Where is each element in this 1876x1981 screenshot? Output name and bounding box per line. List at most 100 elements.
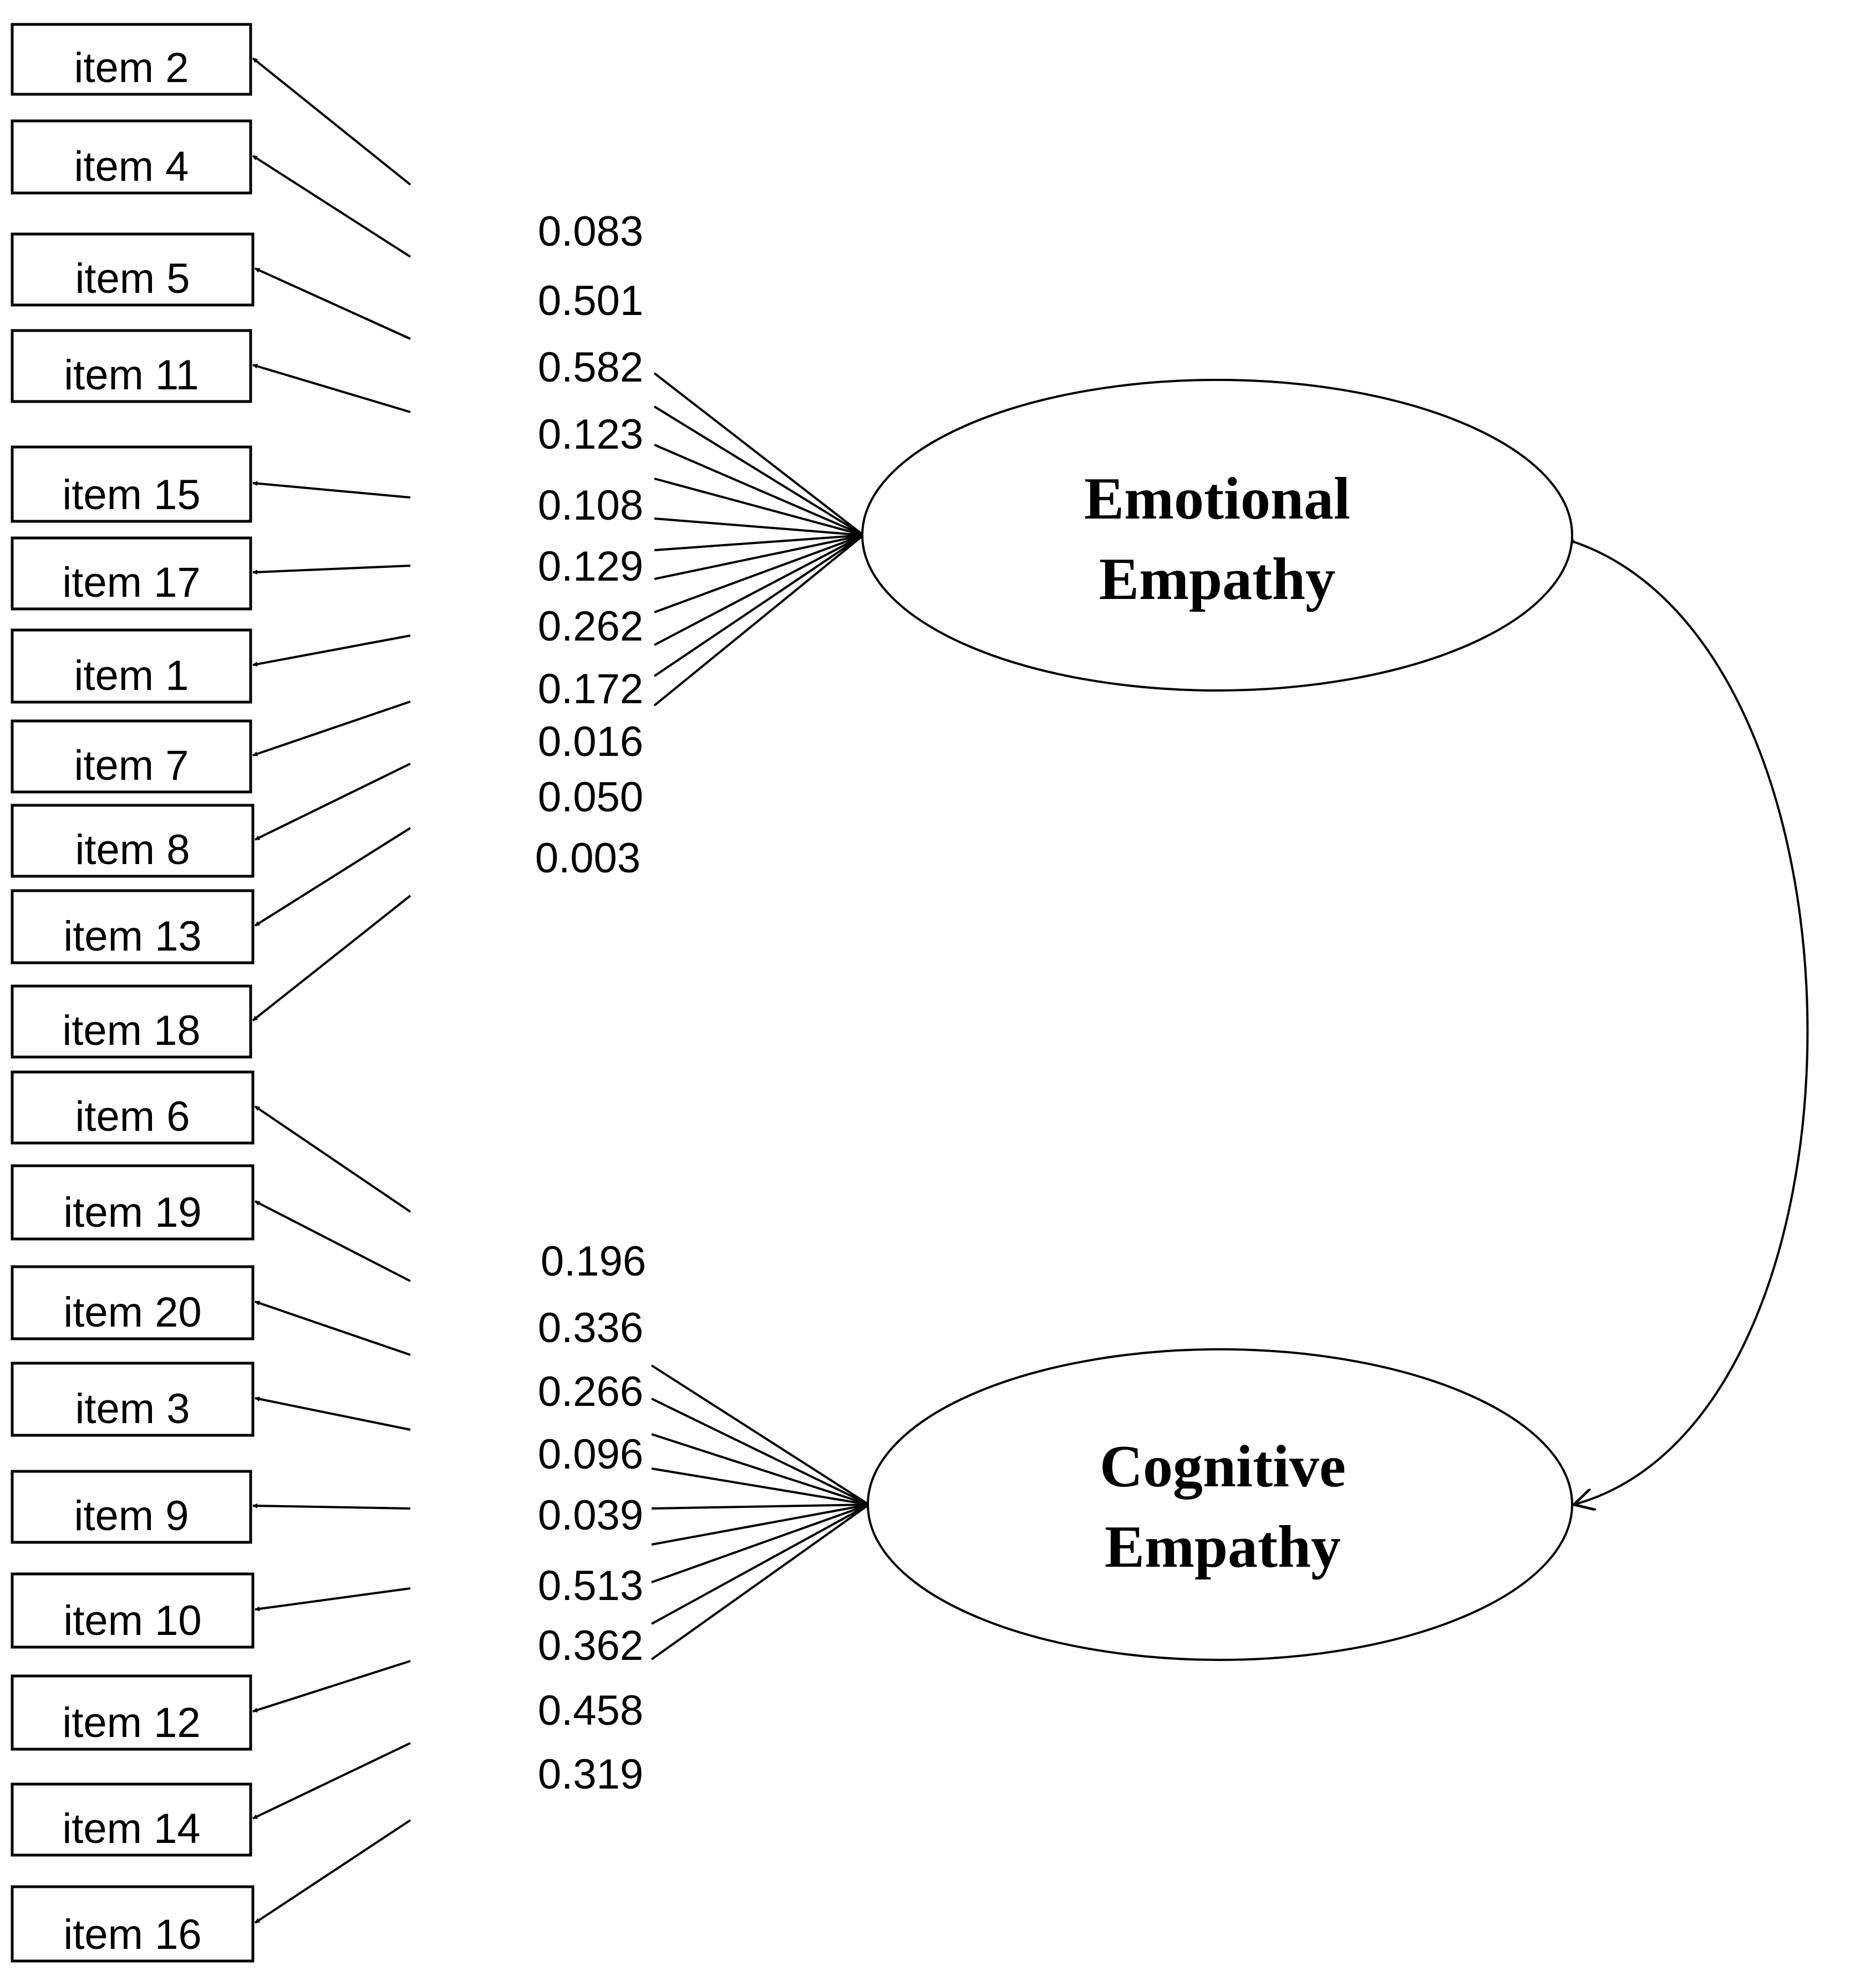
emotional-label-item-13: item 13 [63,913,201,960]
emotional-value-item-8: 0.016 [538,718,643,765]
emotional-label-item-2: item 2 [74,44,189,92]
cognitive-path-item-10 [651,1503,870,1546]
cognitive-box-item-12 [11,1674,252,1751]
emotional-value-item-15: 0.108 [538,482,643,529]
emotional-box-item-5 [11,232,255,307]
emotional-label-item-4: item 4 [74,143,189,190]
emotional-label-item-7: item 7 [74,742,189,789]
cognitive-box-item-9 [11,1470,252,1544]
cognitive-value-item-16: 0.319 [538,1751,643,1798]
cognitive-arrow-item-12 [252,1660,411,1713]
factor-emotional-ellipse [861,379,1573,692]
emotional-label-item-1: item 1 [74,652,189,699]
cognitive-value-item-3: 0.096 [538,1431,643,1478]
factor-cognitive-empathy: Cognitive Empathy [867,1348,1573,1661]
cognitive-box-item-19 [11,1164,255,1241]
emotional-value-item-17: 0.129 [538,543,643,590]
cognitive-box-item-10 [11,1572,255,1649]
emotional-box-item-15 [11,445,252,523]
emotional-box-item-4 [11,119,252,195]
cognitive-path-item-20 [651,1433,870,1506]
factor-cognitive-line2: Empathy [1105,1514,1341,1580]
emotional-box-item-13 [11,889,255,964]
cognitive-arrow-item-16 [254,1819,411,1924]
factor-emotional-line1: Emotional [1084,466,1350,532]
emotional-value-item-7: 0.172 [538,666,643,713]
loading-values: 0.0830.5010.5820.1230.1080.1290.2620.172… [535,208,646,1798]
cognitive-arrow-item-10 [255,1587,411,1612]
cognitive-path-item-16 [650,1503,870,1660]
emotional-label-item-8: item 8 [75,826,190,873]
emotional-box-item-7 [11,719,252,794]
emotional-value-item-5: 0.582 [538,344,643,391]
cognitive-path-item-9 [651,1503,870,1510]
cognitive-path-item-6 [650,1364,870,1506]
emotional-box-item-1 [11,628,252,704]
emotional-path-item-13 [653,534,865,677]
cognitive-arrow-item-9 [252,1503,411,1510]
emotional-value-item-1: 0.262 [538,603,643,650]
cognitive-path-item-19 [651,1398,870,1506]
cognitive-label-item-19: item 19 [63,1189,201,1236]
emotional-arrow-item-13 [254,827,411,927]
emotional-arrow-item-18 [252,895,411,1022]
emotional-label-item-5: item 5 [75,255,190,302]
cognitive-box-item-20 [11,1265,255,1340]
cognitive-value-item-14: 0.458 [538,1687,643,1734]
emotional-box-item-17 [11,536,252,611]
factor-emotional-empathy: Emotional Empathy [861,379,1573,692]
emotional-path-item-5 [654,444,864,536]
factor-covariance-arrow [1574,542,1809,1505]
cognitive-box-item-6 [11,1070,255,1145]
factor-emotional-line2: Empathy [1099,546,1335,612]
cognitive-label-item-9: item 9 [74,1492,189,1540]
emotional-path-item-7 [654,534,864,613]
emotional-box-item-18 [11,984,252,1059]
emotional-value-item-18: 0.003 [535,835,640,882]
cognitive-label-item-20: item 20 [63,1289,201,1336]
emotional-path-item-8 [654,534,864,646]
cognitive-arrow-item-20 [255,1301,411,1356]
emotional-label-item-18: item 18 [62,1007,200,1054]
cognitive-label-item-16: item 16 [63,1911,201,1958]
cognitive-path-item-12 [651,1503,870,1583]
emotional-label-item-17: item 17 [62,559,200,606]
emotional-path-item-11 [654,478,864,536]
cognitive-arrow-item-14 [252,1742,411,1820]
cognitive-label-item-10: item 10 [63,1597,201,1644]
factor-cognitive-ellipse [867,1348,1573,1661]
cognitive-label-item-14: item 14 [62,1805,200,1852]
emotional-path-item-2 [653,372,865,536]
emotional-arrow-item-5 [255,267,411,340]
cognitive-box-item-14 [11,1782,252,1857]
cognitive-box-item-3 [11,1362,255,1437]
emotional-path-item-17 [654,534,864,551]
cognitive-value-item-12: 0.362 [538,1622,643,1669]
cognitive-value-item-19: 0.336 [538,1304,643,1352]
emotional-box-item-11 [11,329,252,403]
factor-cognitive-line1: Cognitive [1100,1434,1346,1500]
cognitive-label-item-12: item 12 [62,1699,200,1746]
cognitive-box-item-16 [11,1885,255,1963]
cognitive-arrow-item-3 [255,1396,411,1431]
cognitive-path-item-3 [651,1467,870,1506]
emotional-arrow-item-1 [252,634,411,667]
emotional-path-item-4 [653,405,865,536]
emotional-arrow-item-2 [252,57,411,186]
cognitive-label-item-6: item 6 [75,1093,190,1140]
emotional-value-item-11: 0.123 [538,411,643,458]
emotional-box-item-2 [11,23,252,96]
cognitive-arrow-item-19 [255,1200,411,1282]
emotional-arrow-item-15 [252,481,411,499]
cognitive-value-item-6: 0.196 [541,1238,646,1285]
cognitive-arrow-item-6 [254,1105,411,1213]
emotional-path-item-18 [653,534,865,707]
cognitive-path-item-14 [651,1503,870,1625]
cognitive-label-item-3: item 3 [75,1385,190,1433]
emotional-label-item-15: item 15 [62,471,200,519]
emotional-value-item-2: 0.083 [538,208,643,255]
emotional-value-item-13: 0.050 [538,774,643,821]
emotional-arrow-item-4 [252,155,411,258]
